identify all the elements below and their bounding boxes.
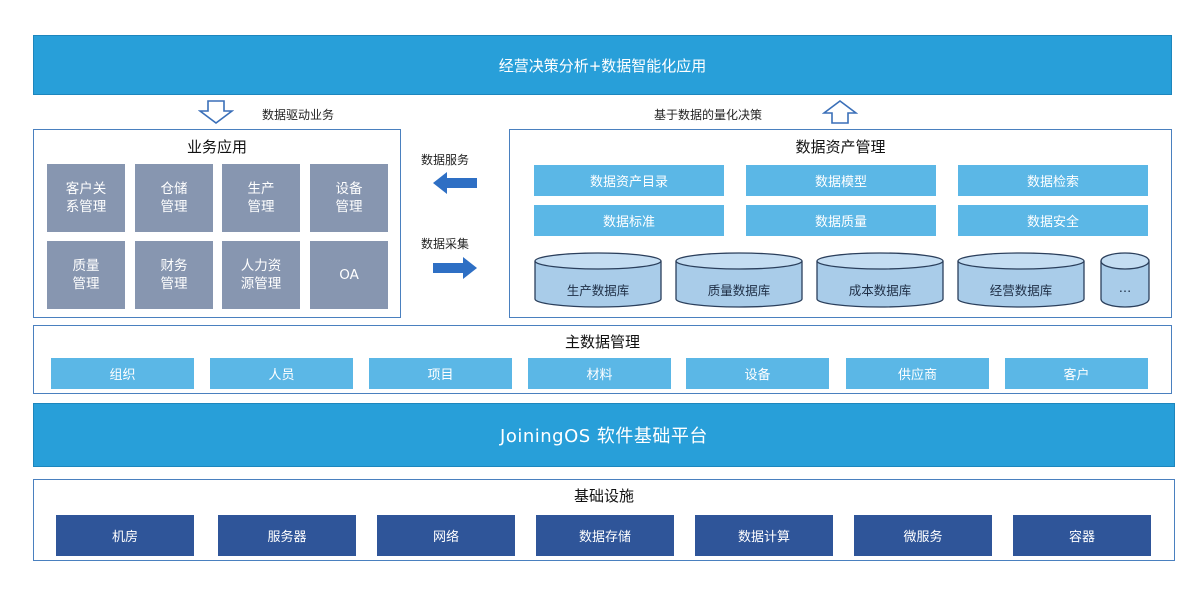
tile-oa: OA	[310, 241, 388, 309]
database-label: …	[1118, 280, 1132, 295]
database-icon	[534, 252, 662, 308]
box-data-search: 数据检索	[958, 165, 1148, 196]
database-more: …	[1100, 252, 1150, 308]
caption-data-driven: 数据驱动业务	[262, 108, 335, 122]
business-apps-title: 业务应用	[186, 138, 247, 156]
tile-finance: 财务 管理	[135, 241, 213, 309]
box-asset-catalog: 数据资产目录	[534, 165, 724, 196]
left-arrow-icon	[432, 171, 478, 195]
infra-item-storage: 数据存储	[536, 515, 674, 556]
infra-item-microservice: 微服务	[854, 515, 992, 556]
infrastructure-panel: 基础设施 机房 服务器 网络 数据存储 数据计算 微服务 容器	[33, 479, 1175, 561]
data-asset-title: 数据资产管理	[795, 138, 886, 156]
database-label: 质量数据库	[707, 283, 771, 298]
business-apps-panel: 业务应用 客户关 系管理 仓储 管理 生产 管理 设备 管理 质量 管理 财务 …	[33, 129, 401, 318]
database-label: 生产数据库	[566, 283, 630, 298]
database-label: 经营数据库	[989, 283, 1053, 298]
infra-item-datacenter: 机房	[56, 515, 194, 556]
database-operations: 经营数据库	[957, 252, 1085, 308]
infra-item-container: 容器	[1013, 515, 1151, 556]
database-icon	[816, 252, 944, 308]
master-item-material: 材料	[528, 358, 671, 389]
box-data-standard: 数据标准	[534, 205, 724, 236]
infra-item-server: 服务器	[218, 515, 356, 556]
caption-quant-decision: 基于数据的量化决策	[654, 108, 763, 122]
infra-item-compute: 数据计算	[695, 515, 833, 556]
database-production: 生产数据库	[534, 252, 662, 308]
box-data-model: 数据模型	[746, 165, 936, 196]
data-asset-panel: 数据资产管理 数据资产目录 数据模型 数据检索 数据标准 数据质量 数据安全 生…	[509, 129, 1172, 318]
box-data-quality: 数据质量	[746, 205, 936, 236]
master-item-customer: 客户	[1005, 358, 1148, 389]
master-item-project: 项目	[369, 358, 512, 389]
tile-quality: 质量 管理	[47, 241, 125, 309]
right-arrow-icon	[432, 256, 478, 280]
database-icon	[675, 252, 803, 308]
caption-data-service: 数据服务	[421, 153, 470, 167]
master-data-title: 主数据管理	[564, 333, 640, 351]
top-banner-label: 经营决策分析+数据智能化应用	[498, 56, 707, 75]
platform-banner-label: JoiningOS 软件基础平台	[500, 426, 708, 447]
master-item-supplier: 供应商	[846, 358, 989, 389]
database-icon	[957, 252, 1085, 308]
down-arrow-icon	[198, 100, 234, 124]
tile-warehouse: 仓储 管理	[135, 164, 213, 232]
master-item-org: 组织	[51, 358, 194, 389]
tile-equipment: 设备 管理	[310, 164, 388, 232]
platform-banner: JoiningOS 软件基础平台	[33, 403, 1175, 467]
top-banner-decision-analysis: 经营决策分析+数据智能化应用	[33, 35, 1172, 95]
infrastructure-title: 基础设施	[573, 487, 634, 505]
master-item-equipment: 设备	[686, 358, 829, 389]
tile-hr: 人力资 源管理	[222, 241, 300, 309]
database-icon	[1100, 252, 1150, 308]
infra-item-network: 网络	[377, 515, 515, 556]
master-data-panel: 主数据管理 组织 人员 项目 材料 设备 供应商 客户	[33, 325, 1172, 394]
box-data-security: 数据安全	[958, 205, 1148, 236]
database-cost: 成本数据库	[816, 252, 944, 308]
database-label: 成本数据库	[848, 283, 912, 298]
database-quality: 质量数据库	[675, 252, 803, 308]
tile-production: 生产 管理	[222, 164, 300, 232]
up-arrow-icon	[822, 100, 858, 124]
caption-data-collect: 数据采集	[421, 237, 470, 251]
master-item-personnel: 人员	[210, 358, 353, 389]
tile-crm: 客户关 系管理	[47, 164, 125, 232]
